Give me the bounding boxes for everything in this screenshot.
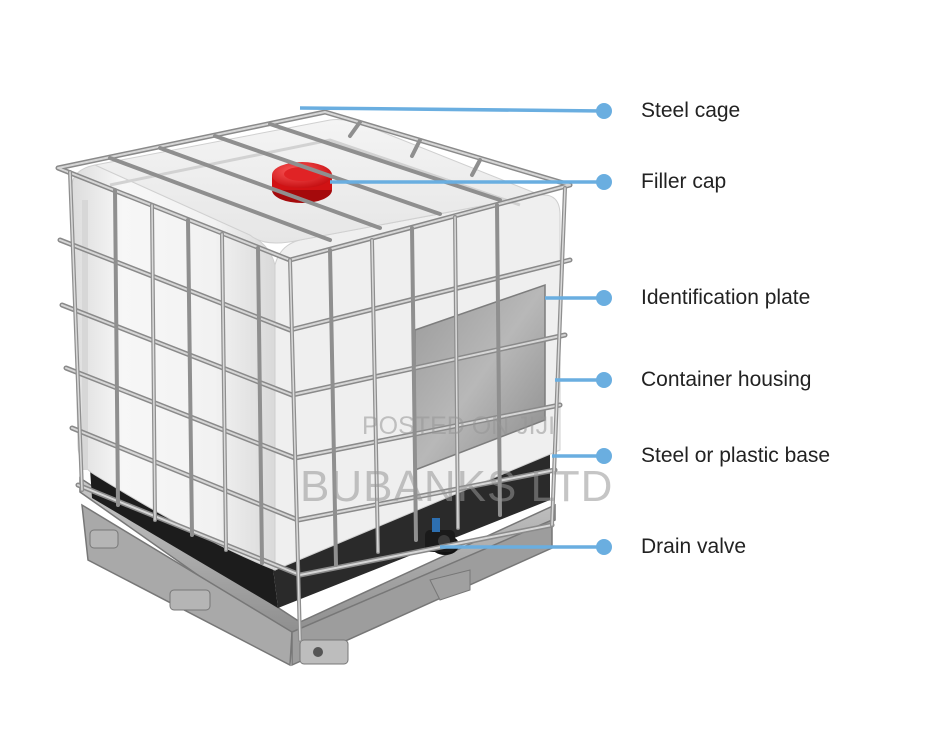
watermark-line-2: BUBANKS LTD: [300, 462, 614, 511]
watermark-line-1: POSTED ON JIJI: [362, 412, 556, 440]
label-drain-valve: Drain valve: [641, 535, 747, 558]
steel-cage: [55, 109, 573, 642]
label-steel-cage: Steel cage: [641, 99, 741, 122]
filler-cap-icon: [272, 162, 332, 203]
label-steel-or-plastic-base: Steel or plastic base: [641, 444, 831, 467]
callout-dot-filler-cap: [596, 174, 612, 190]
callout-lines: [299, 103, 612, 555]
callout-dot-steel-cage: [596, 103, 612, 119]
label-container-housing: Container housing: [641, 368, 812, 391]
label-filler-cap: Filler cap: [641, 170, 727, 193]
callout-dot-drain-valve: [596, 539, 612, 555]
leader-line-steel-cage: [299, 106, 605, 113]
callout-dot-identification-plate: [596, 290, 612, 306]
callout-dot-container-housing: [596, 372, 612, 388]
pallet-base: [79, 476, 556, 667]
callout-dot-steel-or-plastic-base: [596, 448, 612, 464]
label-identification-plate: Identification plate: [641, 286, 811, 309]
